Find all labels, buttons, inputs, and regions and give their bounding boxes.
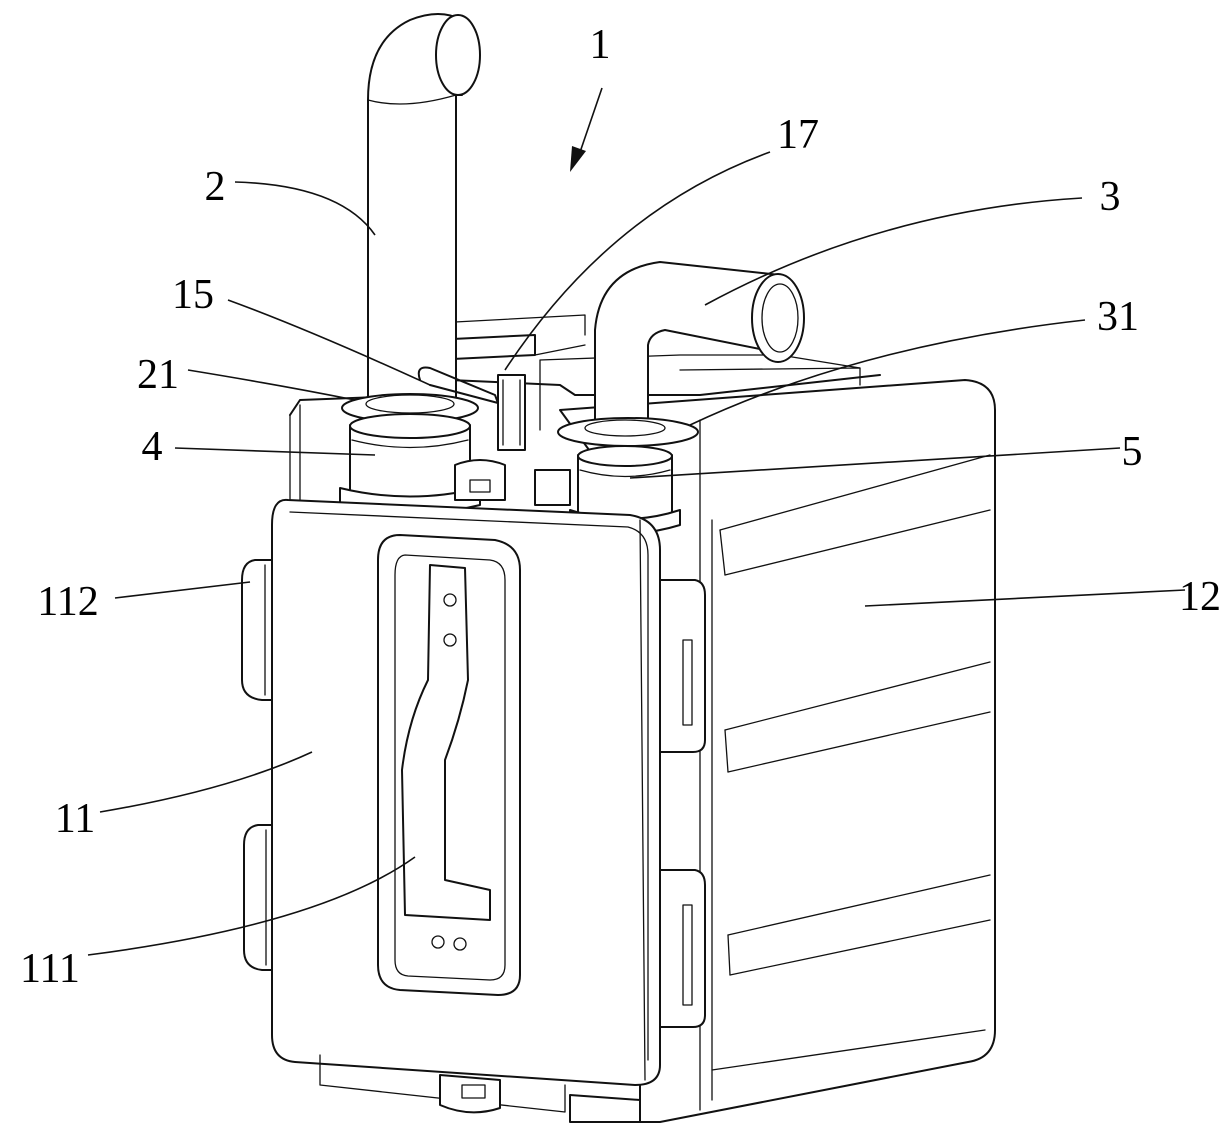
label-111: 111: [20, 946, 80, 992]
label-21: 21: [137, 352, 179, 398]
label-2: 2: [205, 164, 226, 210]
label-31: 31: [1097, 294, 1139, 340]
clip-assembly: [417, 366, 571, 506]
label-11: 11: [55, 796, 95, 842]
right-pipe: [557, 261, 805, 447]
label-15: 15: [172, 272, 214, 318]
assembly-arrow: [570, 87, 603, 172]
label-5: 5: [1122, 429, 1143, 475]
front-cover: [241, 498, 706, 1123]
label-4: 4: [142, 424, 163, 470]
left-pipe: [341, 13, 481, 423]
label-3: 3: [1100, 174, 1121, 220]
label-1: 1: [590, 22, 611, 68]
label-112: 112: [37, 579, 98, 625]
label-12: 12: [1179, 574, 1221, 620]
reference-numerals: 1 2 17 3 15 31 21 4 5 12 112 11 111: [20, 22, 1221, 992]
leader-lines: [87, 151, 1186, 956]
label-17: 17: [777, 112, 819, 158]
